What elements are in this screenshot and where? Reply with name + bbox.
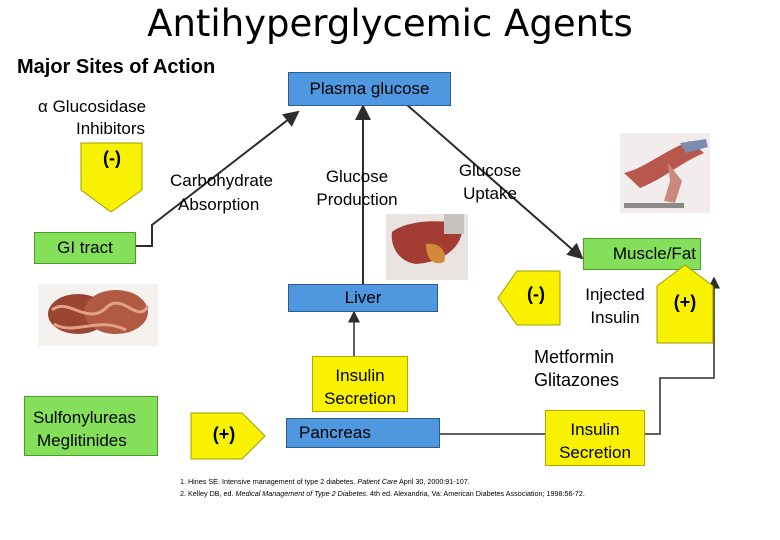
alpha-sign: (-) [103, 148, 121, 168]
reference-1-journal: Patient Care [357, 477, 398, 486]
sulfonylureas-line2: Meglitinides [37, 431, 127, 450]
reference-1: 1. Hines SE. Intensive management of typ… [180, 476, 470, 487]
arrow-secretion-to-muscle [645, 276, 720, 435]
glucose-production-label: Glucose Production [302, 166, 412, 210]
pancreas-label: Pancreas [299, 423, 371, 442]
alpha-symbol: α [38, 97, 48, 116]
alpha-line2: Inhibitors [76, 119, 145, 138]
alpha-glucosidase-label: α Glucosidase [38, 96, 146, 117]
metformin-line2: Glitazones [534, 370, 620, 390]
subtitle-major-sites: Major Sites of Action [17, 56, 216, 78]
liver-image [386, 214, 468, 280]
carb-line2: Absorption [178, 195, 260, 214]
pancreas-sign: (+) [212, 424, 236, 444]
reference-2: 2. Kelley DB, ed. Medical Management of … [180, 488, 585, 499]
muscle-fat-label: Muscle/Fat [612, 244, 696, 263]
liver-box: Liver [288, 284, 438, 312]
injected-line2: Insulin [590, 308, 640, 327]
pancreas-stimulate-arrow [190, 412, 266, 460]
secretion-center-line1: Insulin [335, 366, 385, 385]
plasma-glucose-label: Plasma glucose [309, 79, 430, 98]
metformin-label: Metformin Glitazones [534, 346, 619, 392]
plasma-glucose-box: Plasma glucose [288, 72, 451, 106]
injected-insulin-label: Injected Insulin [570, 284, 660, 328]
production-line2: Production [316, 190, 398, 209]
uptake-line2: Uptake [463, 184, 517, 203]
secretion-right-line2: Secretion [559, 443, 631, 462]
sulfonylureas-box: Sulfonylureas Meglitinides [24, 396, 158, 456]
metformin-line1: Metformin [534, 347, 615, 367]
secretion-center-line2: Secretion [324, 389, 396, 408]
alpha-line1: Glucosidase [52, 97, 147, 116]
reference-1-details: April 30, 2000:91-107. [397, 477, 470, 486]
insulin-secretion-right-box: Insulin Secretion [545, 410, 645, 466]
liver-sign: (-) [527, 284, 545, 304]
page-title: Antihyperglycemic Agents [147, 2, 633, 45]
muscle-image [620, 133, 710, 213]
production-line1: Glucose [325, 167, 389, 186]
gi-tract-box: GI tract [34, 232, 136, 264]
gi-tract-label: GI tract [57, 238, 113, 257]
intestine-image [38, 284, 158, 346]
arrow-plasma-to-muscle [405, 103, 584, 260]
secretion-right-line1: Insulin [570, 420, 620, 439]
carb-line1: Carbohydrate [170, 171, 274, 190]
alpha-inhibit-arrow [80, 142, 143, 213]
reference-2-details: . 4th ed. Alexandria, Va: American Diabe… [366, 489, 585, 498]
reference-1-text: 1. Hines SE. Intensive management of typ… [180, 477, 358, 486]
injected-sign: (+) [673, 292, 697, 312]
pancreas-box: Pancreas [286, 418, 440, 448]
glucose-uptake-label: Glucose Uptake [440, 160, 540, 204]
injected-line1: Injected [585, 285, 645, 304]
injected-insulin-arrow [656, 264, 714, 344]
muscle-fat-box: Muscle/Fat [583, 238, 701, 270]
reference-2-text: 2. Kelley DB, ed. [180, 489, 236, 498]
liver-label: Liver [344, 288, 382, 307]
sulfonylureas-line1: Sulfonylureas [33, 408, 137, 427]
liver-inhibit-arrow [497, 270, 561, 326]
uptake-line1: Glucose [458, 161, 522, 180]
arrow-gi-to-plasma [136, 110, 300, 247]
reference-2-book: Medical Management of Type 2 Diabetes [235, 489, 367, 498]
insulin-secretion-center-box: Insulin Secretion [312, 356, 408, 412]
